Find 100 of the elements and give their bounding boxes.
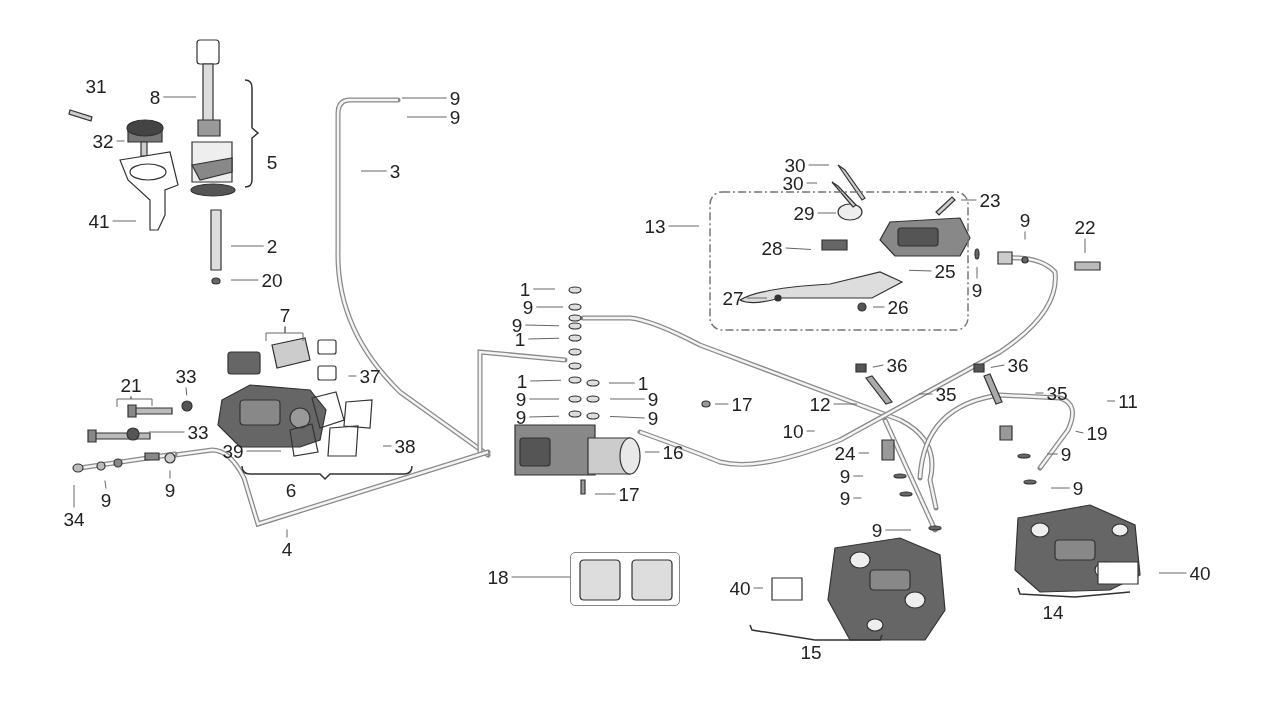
callout-number: 30	[784, 155, 806, 175]
callout-number: 1	[516, 371, 528, 391]
leader-line	[908, 269, 932, 272]
leader-line	[1158, 572, 1187, 574]
callout-number: 9	[449, 107, 461, 127]
leader-line	[230, 245, 265, 247]
callout-number: 1	[637, 373, 649, 393]
leader-line	[511, 576, 571, 578]
callout-number: 18	[487, 567, 509, 587]
callout-number: 9	[449, 88, 461, 108]
leader-line	[852, 475, 864, 477]
callout-number: 29	[793, 203, 815, 223]
leader-line	[73, 484, 75, 508]
leader-line	[608, 382, 636, 384]
callout-number: 15	[800, 642, 822, 662]
callout-number: 2	[266, 236, 278, 256]
callout-number: 20	[261, 270, 283, 290]
leader-line	[162, 96, 197, 98]
callout-number: 1	[519, 279, 531, 299]
callout-number: 26	[887, 297, 909, 317]
callout-number: 6	[285, 480, 297, 500]
leader-line	[169, 470, 171, 479]
leader-line	[524, 324, 560, 327]
leader-line	[872, 306, 885, 308]
callout-number: 25	[934, 261, 956, 281]
callout-number: 4	[281, 539, 293, 559]
leader-line	[528, 398, 560, 400]
callout-number: 34	[63, 509, 85, 529]
callout-number: 10	[782, 421, 804, 441]
leader-line	[1046, 453, 1059, 455]
callout-number: 9	[839, 466, 851, 486]
leader-line	[116, 396, 132, 408]
callout-number: 31	[85, 76, 107, 96]
callout-number: 41	[88, 211, 110, 231]
leader-line	[714, 403, 729, 405]
callout-number: 14	[1042, 602, 1064, 622]
leader-line	[286, 529, 288, 538]
leader-line	[529, 379, 562, 382]
callout-number: 9	[1060, 444, 1072, 464]
callout-number: 9	[647, 408, 659, 428]
callout-number: 7	[279, 305, 291, 325]
callout-number: 39	[222, 441, 244, 461]
callout-number: 9	[1019, 210, 1031, 230]
leader-line	[1084, 238, 1086, 254]
callout-number: 23	[979, 190, 1001, 210]
leader-line	[644, 451, 660, 453]
callout-number: 9	[971, 280, 983, 300]
leader-line	[148, 431, 185, 433]
leader-line	[833, 403, 858, 405]
callout-number: 17	[731, 394, 753, 414]
callout-number: 37	[359, 366, 381, 386]
callout-number: 9	[164, 480, 176, 500]
leader-line	[360, 170, 388, 172]
callout-number: 5	[266, 152, 278, 172]
leader-line	[1050, 487, 1071, 489]
callout-number: 9	[1072, 478, 1084, 498]
leader-line	[785, 247, 812, 250]
leader-line	[746, 297, 768, 299]
callout-number: 24	[834, 443, 856, 463]
leader-line	[594, 493, 616, 495]
leader-line	[230, 279, 259, 281]
leader-line	[753, 587, 764, 589]
leader-line	[852, 497, 862, 499]
leader-line	[185, 387, 188, 396]
callout-number: 19	[1086, 423, 1108, 443]
leader-line	[535, 306, 564, 308]
leader-line	[960, 199, 977, 201]
callout-number: 9	[515, 407, 527, 427]
leader-line	[112, 220, 137, 222]
callout-number: 9	[515, 389, 527, 409]
leader-line	[609, 398, 646, 400]
leader-line	[1024, 231, 1026, 240]
callout-number: 9	[647, 389, 659, 409]
callout-number: 11	[1118, 391, 1138, 411]
callout-number: 40	[729, 578, 751, 598]
leader-line	[116, 140, 126, 142]
leader-line	[976, 266, 978, 279]
callout-number: 36	[1007, 355, 1029, 375]
leader-line	[528, 415, 560, 418]
callout-number: 36	[886, 355, 908, 375]
leader-line	[401, 97, 448, 99]
callout-number: 9	[871, 520, 883, 540]
callout-number: 9	[100, 490, 112, 510]
callout-number: 21	[120, 375, 142, 395]
leader-line	[808, 164, 830, 166]
leader-line	[1034, 392, 1044, 394]
leader-line	[884, 529, 912, 531]
leader-line	[532, 288, 556, 290]
leader-line	[246, 450, 282, 452]
leader-line	[806, 430, 816, 432]
callout-number: 9	[839, 488, 851, 508]
callout-number: 8	[149, 87, 161, 107]
callout-number: 9	[522, 297, 534, 317]
leader-line	[1075, 430, 1084, 434]
callout-number: 38	[394, 436, 416, 456]
leader-line	[858, 452, 870, 454]
callout-number: 35	[1046, 383, 1068, 403]
leader-line	[104, 480, 107, 489]
callout-number: 3	[389, 161, 401, 181]
callout-number: 12	[809, 394, 831, 414]
